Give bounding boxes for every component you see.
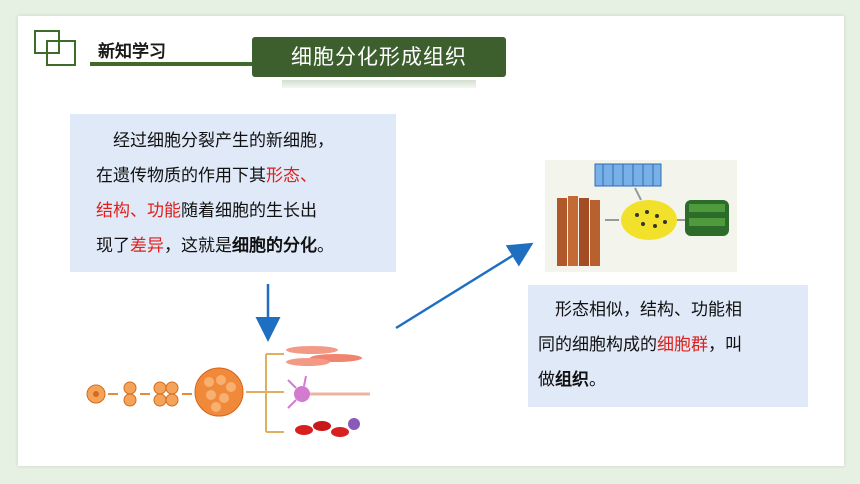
text-segment: 现了	[96, 236, 130, 256]
blood-cells-icon	[295, 418, 360, 437]
parenchyma-tissue-icon	[621, 200, 677, 240]
text-segment: 形态相似，结构、功能相	[538, 300, 742, 320]
text-segment: 经过细胞分裂产生的新细胞，	[96, 131, 334, 151]
section-label: 新知学习	[98, 42, 166, 62]
two-cell-icon	[123, 381, 137, 407]
text-segment: 细胞的分化	[232, 236, 317, 256]
text-line: 现了差异，这就是细胞的分化。	[96, 229, 396, 264]
slide-title: 细胞分化形成组织	[252, 37, 506, 77]
four-cell-icon	[153, 381, 179, 407]
logo-square-front	[46, 40, 76, 66]
title-reflection	[282, 80, 476, 88]
protective-tissue-icon	[594, 163, 662, 187]
text-line: 做组织。	[538, 363, 808, 398]
text-segment: 同的细胞构成的	[538, 335, 657, 355]
nerve-cell-icon	[287, 375, 370, 409]
conductive-tissue-icon	[685, 200, 729, 236]
text-segment: 细胞群	[657, 335, 708, 355]
box1-lines: 经过细胞分裂产生的新细胞，在遗传物质的作用下其形态、结构、功能随着细胞的生长出现…	[96, 124, 396, 264]
text-segment: ，叫	[708, 335, 742, 355]
single-cell-icon	[86, 384, 106, 404]
cell-differentiation-illustration	[86, 346, 370, 437]
section-underline	[90, 62, 272, 66]
text-segment: 形态、	[266, 166, 317, 186]
definition-box-differentiation: 经过细胞分裂产生的新细胞，在遗传物质的作用下其形态、结构、功能随着细胞的生长出现…	[70, 114, 396, 272]
text-segment: 差异	[130, 236, 164, 256]
text-line: 经过细胞分裂产生的新细胞，	[96, 124, 396, 159]
text-segment: ，这就是	[164, 236, 232, 256]
text-line: 在遗传物质的作用下其形态、	[96, 159, 396, 194]
tissue-illustration	[545, 160, 737, 272]
text-segment: 结构、功能	[96, 201, 181, 221]
text-line: 形态相似，结构、功能相	[538, 293, 808, 328]
muscle-cells-icon	[286, 346, 362, 366]
text-segment: 。	[317, 236, 334, 256]
text-segment: 组织	[555, 370, 589, 390]
text-segment: 。	[589, 370, 606, 390]
text-segment: 在遗传物质的作用下其	[96, 166, 266, 186]
diagonal-arrow	[395, 242, 534, 330]
text-segment: 随着细胞的生长出	[181, 201, 317, 221]
text-line: 结构、功能随着细胞的生长出	[96, 194, 396, 229]
text-segment: 做	[538, 370, 555, 390]
text-line: 同的细胞构成的细胞群，叫	[538, 328, 808, 363]
cell-cluster-icon	[194, 367, 244, 417]
box2-lines: 形态相似，结构、功能相同的细胞构成的细胞群，叫做组织。	[538, 293, 808, 398]
definition-box-tissue: 形态相似，结构、功能相同的细胞构成的细胞群，叫做组织。	[528, 285, 808, 407]
muscle-tissue-icon	[557, 196, 600, 266]
